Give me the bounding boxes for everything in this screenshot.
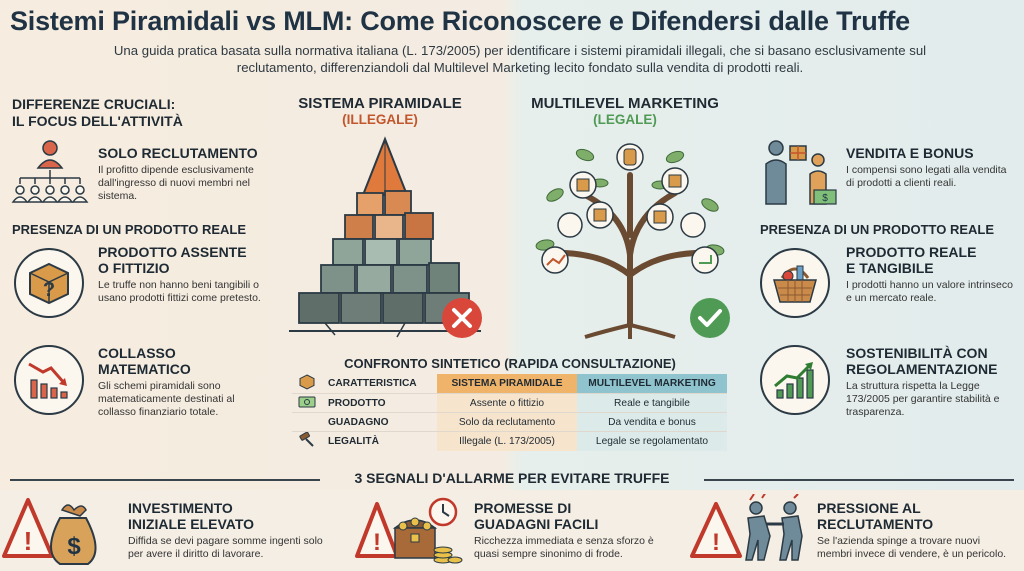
box-question-icon: ?	[14, 248, 84, 318]
item-vendita-bonus: VENDITA E BONUS I compensi sono legati a…	[846, 145, 1007, 189]
warning-money-bag-icon: ! $	[2, 498, 97, 565]
table-cell: PRODOTTO	[322, 393, 437, 413]
pyramid-heading: SISTEMA PIRAMIDALE (ILLEGALE)	[298, 95, 462, 127]
item-collasso: COLLASSO MATEMATICO Gli schemi piramidal…	[98, 345, 235, 418]
declining-chart-icon	[14, 345, 84, 415]
growth-chart-icon	[760, 345, 830, 415]
svg-text:$: $	[822, 193, 828, 204]
table-row: LEGALITÀ Illegale (L. 173/2005) Legale s…	[292, 431, 727, 451]
table-header-cell: MULTILEVEL MARKETING	[577, 374, 727, 394]
table-cell: Assente o fittizio	[437, 393, 577, 413]
table-cell: Reale e tangibile	[577, 393, 727, 413]
illegal-x-icon	[442, 298, 482, 338]
table-cell: LEGALITÀ	[322, 431, 437, 451]
item-solo-reclutamento: SOLO RECLUTAMENTO Il profitto dipende es…	[98, 145, 258, 202]
left-section-product: PRESENZA DI UN PRODOTTO REALE	[12, 222, 247, 237]
left-heading: DIFFERENZE CRUCIALI: IL FOCUS DELL'ATTIV…	[12, 96, 183, 129]
table-row: GUADAGNO Solo da reclutamento Da vendita…	[292, 412, 727, 432]
alarm-pressione: PRESSIONE AL RECLUTAMENTO Se l'azienda s…	[817, 500, 1007, 560]
comparison-table: CARATTERISTICA SISTEMA PIRAMIDALE MULTIL…	[292, 374, 727, 451]
divider-right	[704, 479, 1014, 481]
alarm-promesse: PROMESSE DI GUADAGNI FACILI Ricchezza im…	[474, 500, 654, 560]
basket-icon	[760, 248, 830, 318]
sale-handshake-icon: $	[765, 140, 837, 205]
item-sostenibilita: SOSTENIBILITÀ CON REGOLAMENTAZIONE La st…	[846, 345, 1000, 418]
svg-text:?: ?	[43, 279, 55, 301]
table-title: CONFRONTO SINTETICO (RAPIDA CONSULTAZION…	[344, 356, 676, 371]
item-prodotto-reale: PRODOTTO REALE E TANGIBILE I prodotti ha…	[846, 244, 1013, 304]
page-subtitle: Una guida pratica basata sulla normativa…	[113, 43, 927, 75]
svg-text:$: $	[67, 533, 81, 560]
tree-illustration	[535, 143, 725, 339]
table-cell: Da vendita e bonus	[577, 412, 727, 432]
alarm-investimento: INVESTIMENTO INIZIALE ELEVATO Diffida se…	[128, 500, 323, 560]
table-header-cell: SISTEMA PIRAMIDALE	[437, 374, 577, 394]
banknote-icon	[292, 393, 322, 413]
divider-left	[10, 479, 320, 481]
page-title: Sistemi Piramidali vs MLM: Come Riconosc…	[10, 6, 910, 36]
svg-text:!: !	[712, 529, 720, 556]
table-header-cell: CARATTERISTICA	[328, 378, 417, 389]
table-cell: GUADAGNO	[322, 412, 437, 432]
table-cell: Solo da reclutamento	[437, 412, 577, 432]
table-cell: Legale se regolamentato	[577, 431, 727, 451]
table-row: PRODOTTO Assente o fittizio Reale e tang…	[292, 393, 727, 413]
svg-text:!: !	[24, 526, 33, 556]
table-header-row: CARATTERISTICA SISTEMA PIRAMIDALE MULTIL…	[292, 374, 727, 394]
legal-check-icon	[690, 298, 730, 338]
right-section-product: PRESENZA DI UN PRODOTTO REALE	[760, 222, 995, 237]
mlm-heading: MULTILEVEL MARKETING (LEGALE)	[531, 95, 719, 127]
item-prodotto-assente: PRODOTTO ASSENTE O FITTIZIO Le truffe no…	[98, 244, 261, 304]
org-chart-icon	[11, 140, 89, 203]
warning-pressure-icon: !	[690, 494, 803, 561]
table-cell: Illegale (L. 173/2005)	[437, 431, 577, 451]
svg-text:!: !	[373, 529, 381, 556]
alarms-band	[0, 490, 1024, 571]
warning-treasure-icon: !	[355, 497, 463, 564]
gavel-icon	[292, 431, 322, 451]
alarms-heading: 3 SEGNALI D'ALLARME PER EVITARE TRUFFE	[354, 470, 670, 486]
box-icon	[292, 374, 322, 394]
